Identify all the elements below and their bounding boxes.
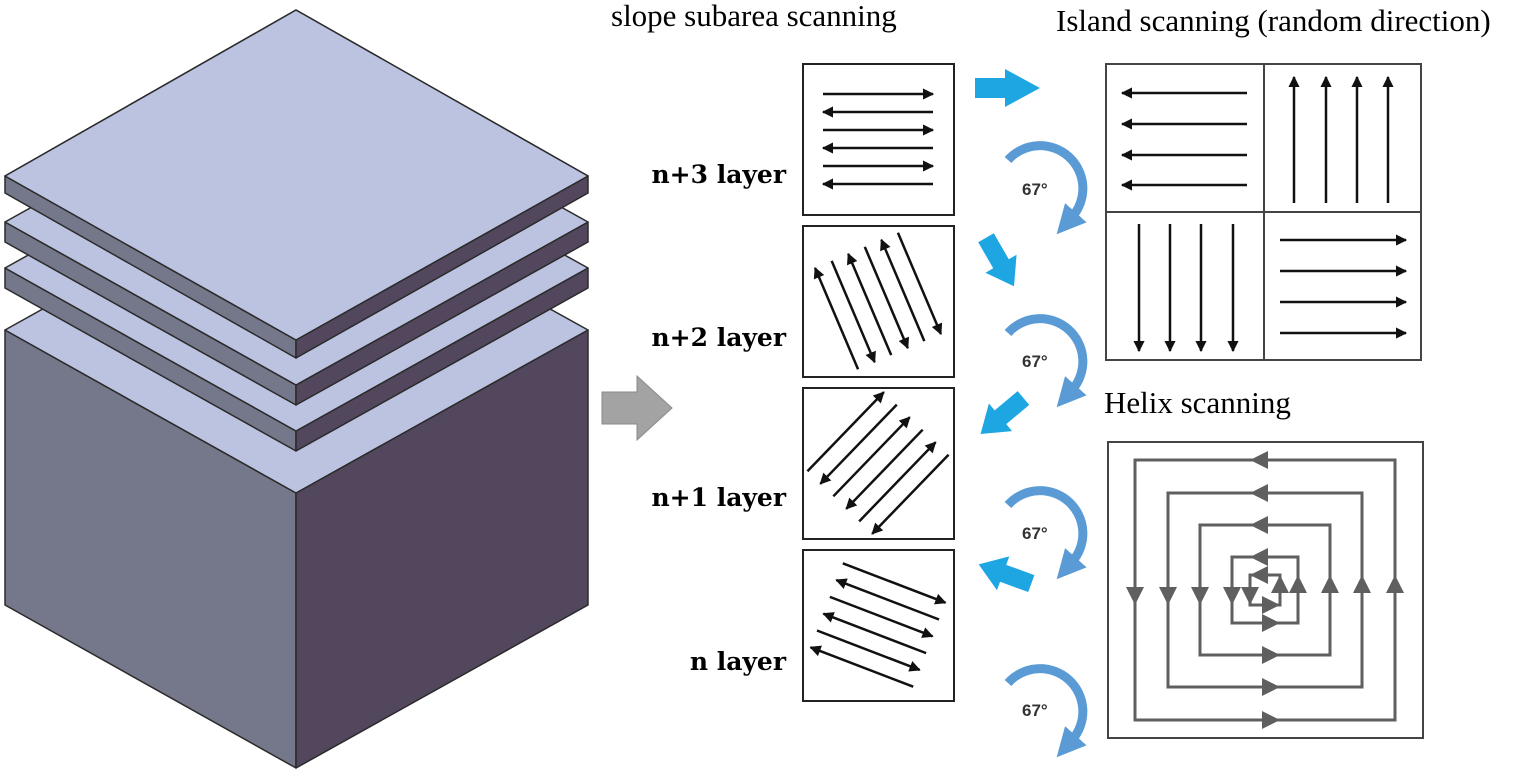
scan-vector: [806, 391, 885, 473]
scan-vector: [813, 266, 860, 370]
scan-vector: [871, 453, 950, 535]
rotate-67-icon-1: [1004, 141, 1088, 235]
scan-vector: [858, 441, 937, 523]
scan-vector: [896, 232, 943, 336]
blue-arrows: [975, 69, 1040, 593]
rotation-label-2: 67°: [1022, 352, 1048, 371]
island-quadrant-bottom-right: [1280, 234, 1408, 339]
hatch-lines-n0: [809, 562, 947, 688]
layer-plate-1: [4, 9, 589, 359]
helix-rings: [1126, 451, 1404, 729]
blue-arrow-right-icon: [975, 69, 1040, 107]
hatch-lines-n3: [821, 88, 935, 190]
rotate-67-icon-4: [1004, 664, 1088, 758]
blue-arrow-down-icon: [978, 233, 1017, 287]
layer-box-n0: [802, 549, 955, 702]
island-quadrant-bottom-left: [1133, 224, 1239, 353]
blue-arrow-downleft-icon: [980, 391, 1030, 434]
slope-title: slope subarea scanning: [611, 0, 897, 33]
island-title: Island scanning (random direction): [1056, 3, 1491, 38]
rotate-67-icon-3: [1004, 486, 1088, 580]
layer-label-n1: n+1 layer: [651, 483, 786, 512]
blue-arrow-left-icon: [978, 556, 1035, 593]
helix-title: Helix scanning: [1104, 385, 1291, 420]
layer-label-n3: n+3 layer: [651, 160, 786, 189]
transition-arrow-icon: [601, 374, 673, 442]
scan-vector: [842, 562, 947, 605]
layer-box-n3: [802, 63, 955, 216]
hatch-lines-n1: [806, 391, 950, 535]
island-quadrant-top-right: [1288, 75, 1394, 203]
island-scanning-grid: [1105, 63, 1422, 361]
scan-vector: [819, 403, 898, 485]
rotate-67-icon-2: [1004, 314, 1088, 408]
scan-vector: [847, 252, 893, 356]
rotation-arrows: [1004, 141, 1088, 758]
scan-vector: [816, 629, 921, 672]
scan-vector: [822, 612, 927, 655]
scan-vector: [845, 428, 924, 510]
layer-box-n1: [802, 387, 955, 540]
layer-label-n2: n+2 layer: [651, 323, 786, 352]
island-quadrant-top-left: [1120, 87, 1247, 191]
scan-vector: [835, 578, 940, 621]
scan-vector: [829, 595, 934, 638]
scan-vector: [832, 416, 911, 498]
layer-box-n2: [802, 225, 955, 378]
scan-vector: [809, 645, 914, 688]
hatch-lines-n2: [813, 232, 943, 370]
rotation-label-3: 67°: [1022, 524, 1048, 543]
scan-vector: [863, 246, 909, 350]
rotation-label-4: 67°: [1022, 701, 1048, 720]
layer-label-n0: n layer: [690, 647, 787, 676]
helix-scanning: [1107, 441, 1424, 739]
scan-vector: [830, 260, 876, 364]
rotation-label-1: 67°: [1022, 180, 1048, 199]
scan-vector: [880, 238, 926, 342]
layered-cube: [4, 9, 589, 769]
